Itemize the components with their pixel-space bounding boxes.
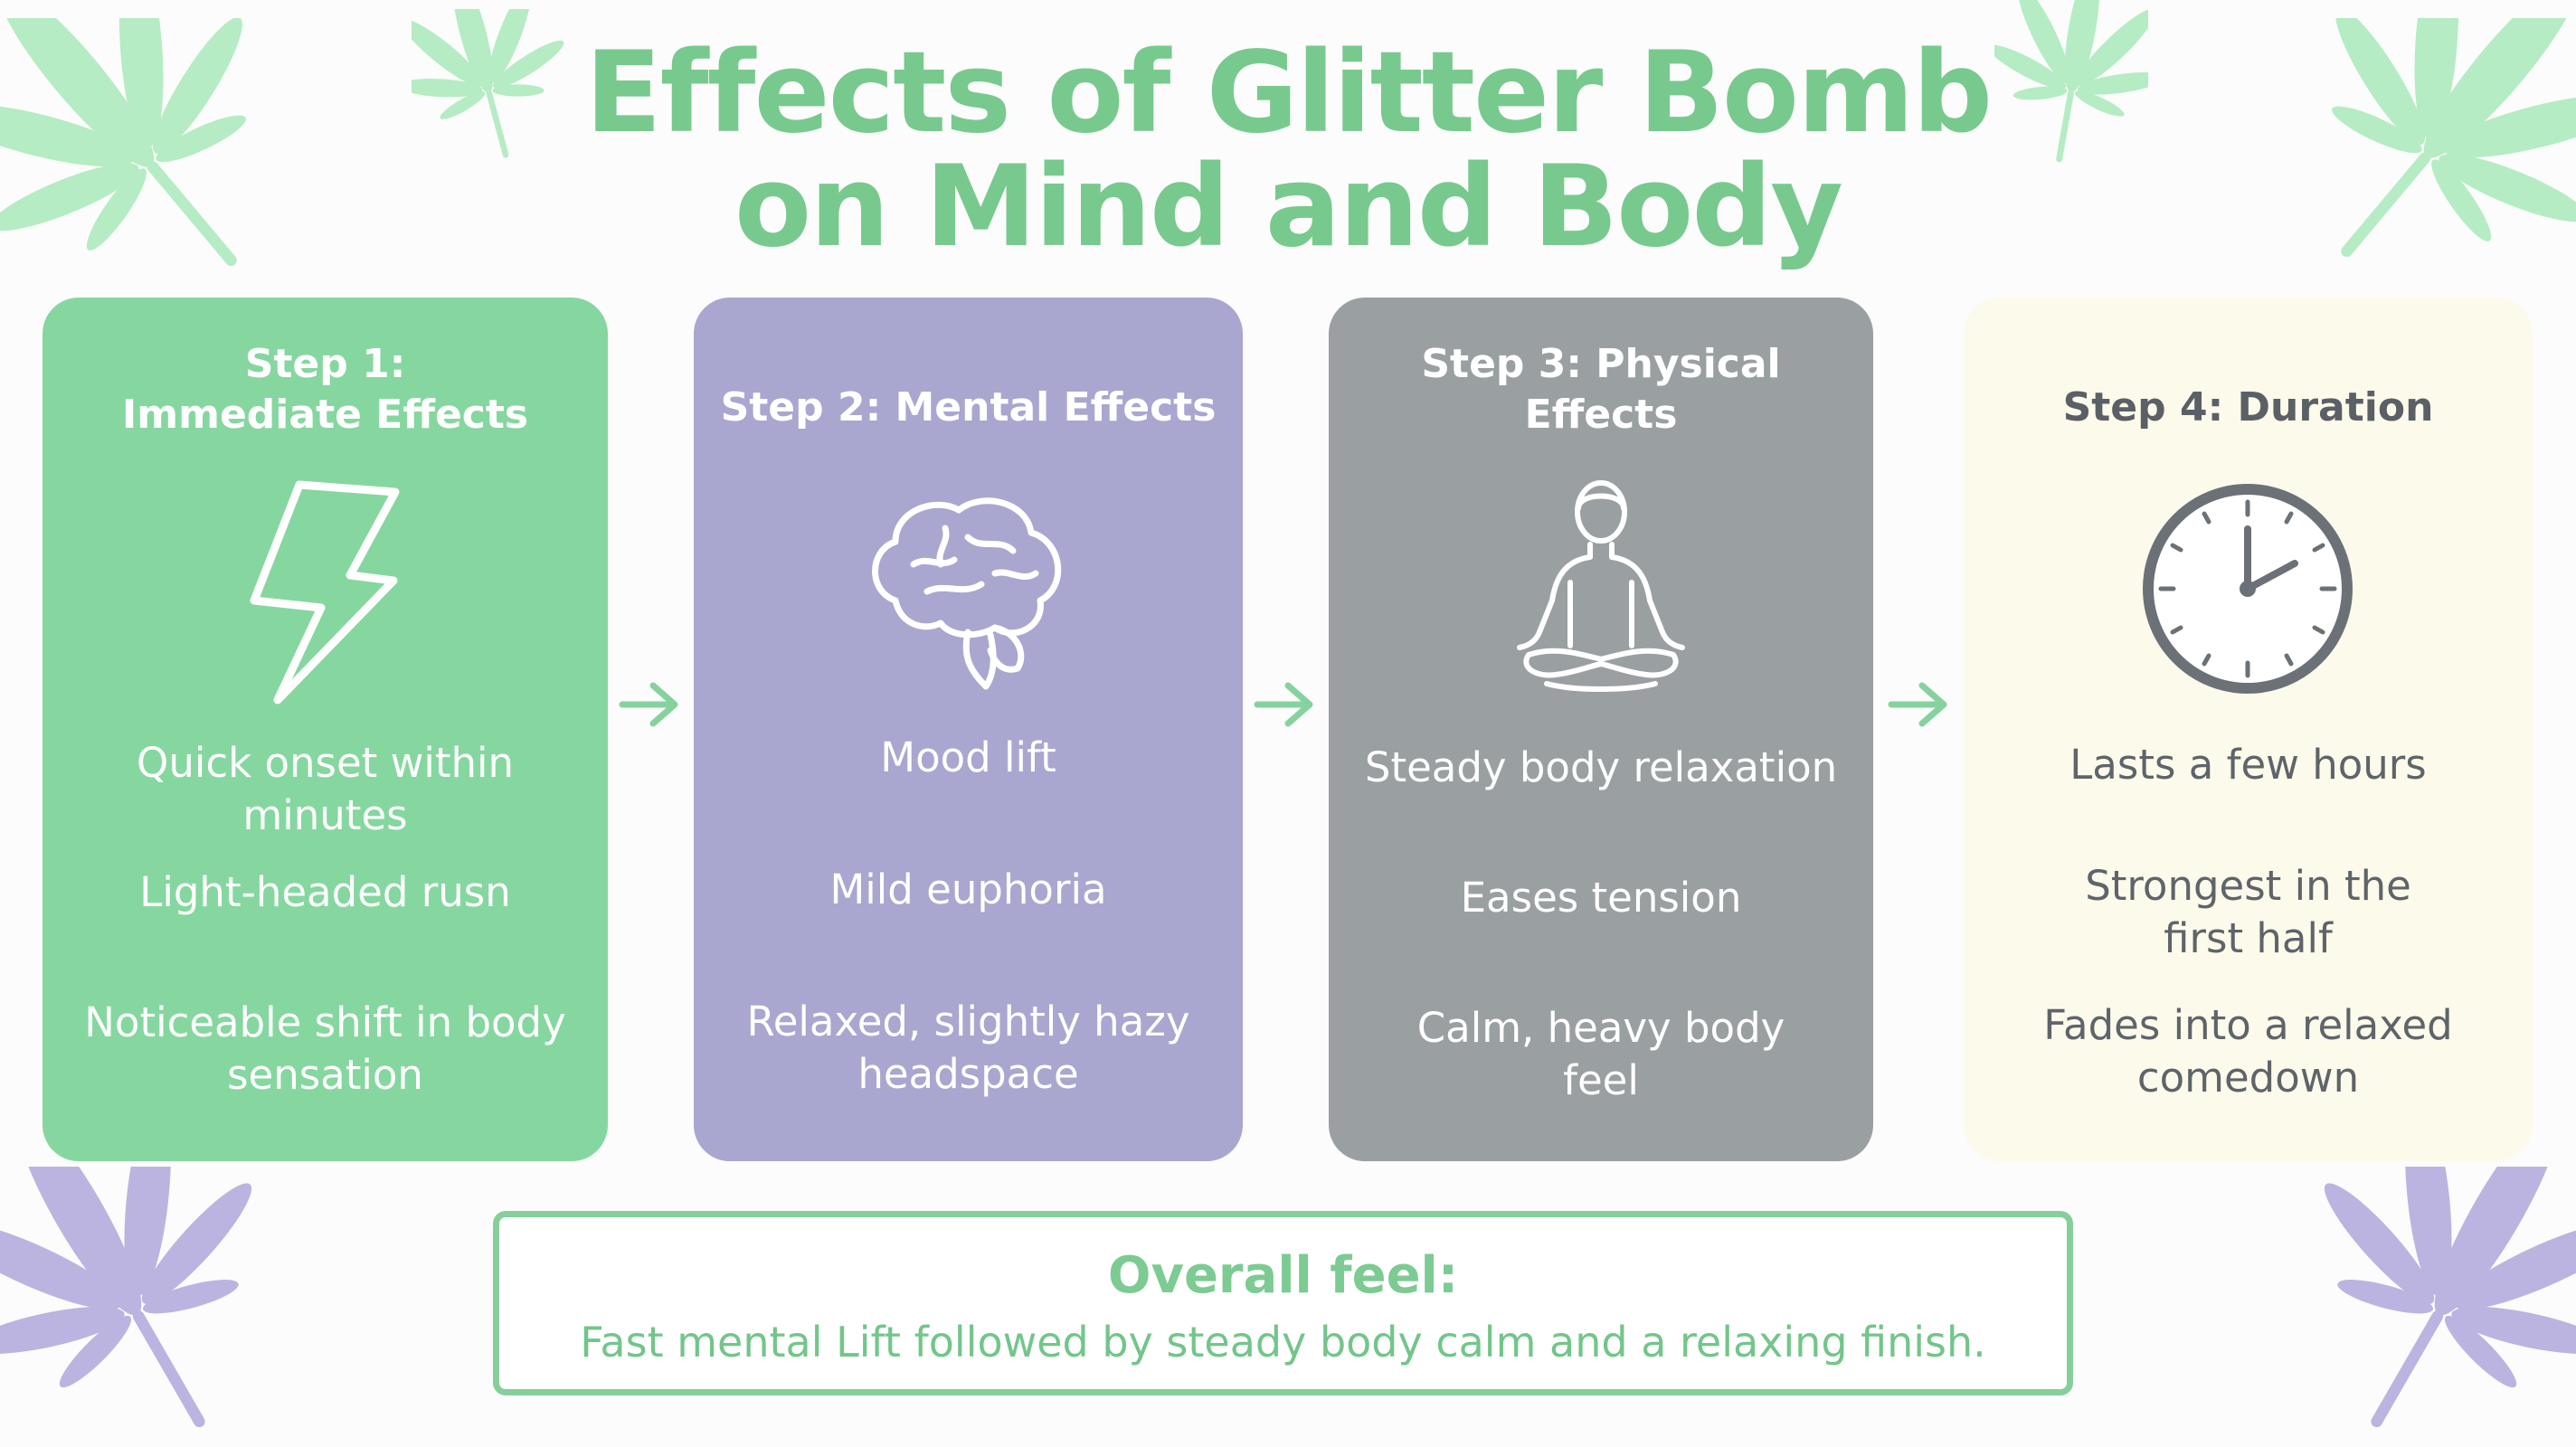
item-line-1: Fades into a relaxed — [2043, 1001, 2453, 1049]
arrow-right-icon — [619, 682, 678, 727]
list-item: Calm, heavy body feel — [1347, 1002, 1855, 1107]
list-item: Mild euphoria — [712, 864, 1225, 916]
cannabis-leaf-icon — [0, 1167, 271, 1447]
step-title-line-2: Effects — [1524, 392, 1678, 438]
step-title-line-2: Immediate Effects — [121, 392, 529, 438]
step-title-line-1: Step 1: — [244, 341, 406, 387]
cannabis-leaf-icon — [2305, 1167, 2576, 1447]
list-item: Relaxed, slightly hazy headspace — [712, 996, 1225, 1101]
step-title: Step 1: Immediate Effects — [43, 339, 608, 440]
item-line-2: first half — [2164, 914, 2333, 962]
list-item: Light-headed rusn — [61, 866, 590, 919]
item-line-1: Lasts a few hours — [2069, 741, 2427, 789]
item-line-1: Mood lift — [880, 733, 1056, 781]
step-title: Step 3: Physical Effects — [1329, 339, 1873, 440]
brain-icon — [872, 497, 1062, 690]
arrow-right-icon — [1888, 682, 1947, 727]
step-title-line-1: Step 3: Physical — [1421, 341, 1781, 387]
summary-text: Fast mental Lift followed by steady body… — [580, 1318, 1986, 1367]
item-line-1: Strongest in the — [2085, 862, 2411, 910]
step-card-duration: Step 4: Duration Lasts a few hours Stron… — [1964, 298, 2533, 1161]
clock-icon — [2143, 484, 2353, 694]
list-item: Fades into a relaxed comedown — [1982, 999, 2514, 1104]
item-line-2: headspace — [857, 1050, 1079, 1098]
list-item: Noticeable shift in body sensation — [61, 997, 590, 1102]
step-title-line-1: Step 2: Mental Effects — [720, 384, 1217, 430]
list-item: Lasts a few hours — [1982, 739, 2514, 791]
item-line-2: feel — [1563, 1056, 1639, 1104]
step-card-mental-effects: Step 2: Mental Effects Mood lift Mild eu… — [694, 298, 1243, 1161]
title-line-1: Effects of Glitter Bomb — [584, 28, 1993, 158]
item-line-1: Relaxed, slightly hazy — [746, 998, 1190, 1045]
lightning-bolt-icon — [250, 480, 400, 705]
list-item: Mood lift — [712, 732, 1225, 784]
step-card-physical-effects: Step 3: Physical Effects Steady body rel… — [1329, 298, 1873, 1161]
list-item: Quick onset within minutes — [61, 737, 590, 842]
item-line-2: comedown — [2136, 1054, 2360, 1102]
list-item: Steady body relaxation — [1347, 742, 1855, 794]
arrow-right-icon — [1254, 682, 1313, 727]
list-item: Eases tension — [1347, 872, 1855, 924]
step-title: Step 4: Duration — [1964, 383, 2533, 433]
meditating-person-icon — [1517, 480, 1685, 692]
item-line-1: Noticeable shift in body — [84, 998, 566, 1046]
item-line-1: Mild euphoria — [829, 865, 1107, 913]
item-line-1: Steady body relaxation — [1364, 743, 1838, 791]
item-line-1: Calm, heavy body — [1416, 1004, 1785, 1052]
page-title: Effects of Glitter Bomb on Mind and Body — [0, 36, 2576, 264]
step-card-immediate-effects: Step 1: Immediate Effects Quick onset wi… — [43, 298, 608, 1161]
title-line-2: on Mind and Body — [734, 142, 1843, 272]
summary-box: Overall feel: Fast mental Lift followed … — [493, 1211, 2073, 1395]
summary-title: Overall feel: — [1107, 1246, 1459, 1305]
step-title: Step 2: Mental Effects — [694, 383, 1243, 433]
item-line-1: Light-headed rusn — [139, 868, 511, 916]
step-title-line-1: Step 4: Duration — [2062, 384, 2434, 430]
item-line-1: Quick onset within minutes — [136, 739, 515, 839]
item-line-1: Eases tension — [1460, 874, 1742, 922]
item-line-2: sensation — [227, 1051, 423, 1099]
list-item: Strongest in the first half — [1982, 860, 2514, 965]
